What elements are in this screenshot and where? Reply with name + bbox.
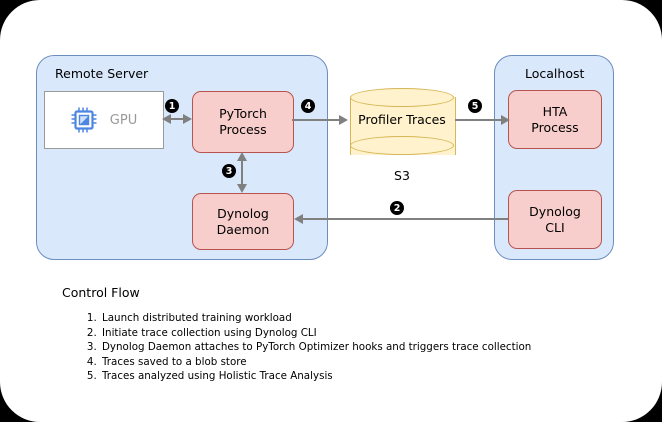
badge-3: 3 [222, 164, 236, 178]
dynolog-cli-line-2: CLI [545, 219, 565, 235]
connector-pytorch-s3-line [292, 119, 340, 121]
connector-s3-hta-arrow [501, 114, 510, 125]
gpu-label: GPU [109, 112, 138, 128]
s3-caption: S3 [394, 168, 410, 183]
pytorch-process-line-1: PyTorch [219, 106, 267, 122]
control-flow-step: Launch distributed training workload [100, 311, 531, 326]
badge-2: 2 [390, 201, 404, 215]
control-flow-title: Control Flow [62, 285, 140, 300]
control-flow-list: Launch distributed training workloadInit… [78, 311, 531, 384]
remote-server-title: Remote Server [55, 66, 149, 81]
control-flow-step: Dynolog Daemon attaches to PyTorch Optim… [100, 340, 531, 355]
badge-5: 5 [468, 99, 482, 113]
connector-cli-daemon-arrow [294, 213, 303, 224]
hta-process-line-2: Process [531, 119, 579, 135]
dynolog-daemon-box: Dynolog Daemon [192, 193, 294, 250]
connector-gpu-pytorch-arrow-left [162, 113, 171, 124]
profiler-traces-cylinder: Profiler Traces [350, 88, 456, 155]
badge-4: 4 [301, 99, 315, 113]
connector-gpu-pytorch-arrow-right [183, 113, 192, 124]
control-flow-step: Traces analyzed using Holistic Trace Ana… [100, 369, 531, 384]
connector-s3-hta-line [455, 119, 503, 121]
hta-process-box: HTA Process [508, 90, 602, 149]
connector-pytorch-daemon-arrow-down [236, 184, 247, 193]
hta-process-line-1: HTA [542, 103, 568, 119]
control-flow-step: Traces saved to a blob store [100, 355, 531, 370]
gpu-box: GPU [44, 91, 164, 149]
dynolog-cli-line-1: Dynolog [529, 203, 581, 219]
connector-pytorch-daemon-line [241, 160, 243, 185]
chip-icon [71, 107, 97, 133]
pytorch-process-box: PyTorch Process [192, 91, 294, 153]
connector-cli-daemon-line [300, 218, 508, 220]
badge-1: 1 [165, 99, 179, 113]
control-flow-step: Initiate trace collection using Dynolog … [100, 326, 531, 341]
localhost-title: Localhost [525, 66, 585, 81]
dynolog-daemon-line-2: Daemon [216, 221, 270, 237]
connector-pytorch-s3-arrow [339, 114, 348, 125]
pytorch-process-line-2: Process [219, 122, 267, 137]
connector-pytorch-daemon-arrow-up [236, 152, 247, 161]
dynolog-daemon-line-1: Dynolog [217, 205, 269, 221]
dynolog-cli-box: Dynolog CLI [508, 190, 602, 249]
profiler-traces-label: Profiler Traces [358, 112, 446, 127]
connector-gpu-pytorch-line [170, 118, 190, 120]
